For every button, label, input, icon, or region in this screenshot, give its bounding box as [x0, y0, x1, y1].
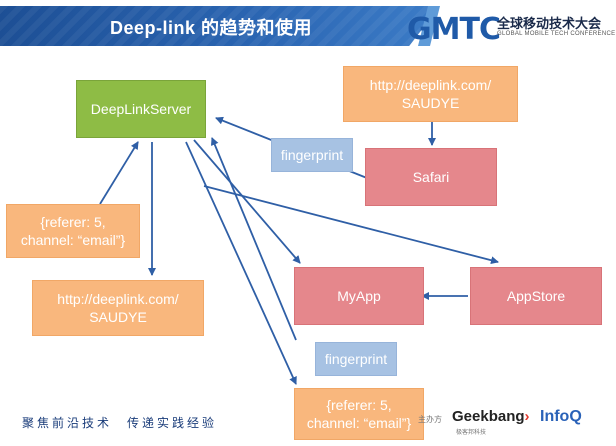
slide-header: Deep-link 的趋势和使用 GMTC 全球移动技术大会 GLOBAL MO… [0, 0, 616, 58]
myapp-label: MyApp [337, 288, 381, 304]
footer-slogan: 聚焦前沿技术 传递实践经验 [22, 416, 218, 430]
referer-left-label: {referer: 5, channel: “email”} [20, 214, 126, 248]
gmtc-logo-text: GMTC [407, 12, 501, 47]
slide-title: Deep-link 的趋势和使用 [110, 18, 313, 38]
myapp-node: MyApp [294, 267, 424, 325]
fingerprint-node-bottom: fingerprint [315, 342, 397, 376]
deeplink-server-node: DeepLinkServer [76, 80, 206, 138]
url-node-top-label: http://deeplink.com/ SAUDYE [369, 77, 492, 111]
arrow-server-to-myapp [193, 139, 301, 264]
url-node-top: http://deeplink.com/ SAUDYE [343, 66, 518, 122]
gmtc-logo: GMTC [407, 12, 501, 47]
referer-node-bottom: {referer: 5, channel: “email”} [294, 388, 424, 440]
geekbang-chevron-icon: › [524, 408, 530, 425]
arrow-fingerprint-to-server [210, 137, 297, 341]
safari-node: Safari [365, 148, 497, 206]
geekbang-logo: Geekbang› [452, 408, 530, 425]
fingerprint-bottom-label: fingerprint [324, 351, 388, 367]
safari-label: Safari [412, 169, 450, 185]
arrow-referer-to-server [99, 141, 139, 205]
arrow-server-to-referer [185, 141, 297, 385]
geekbang-subtitle: 极客邦科技 [456, 430, 487, 436]
referer-bottom-label: {referer: 5, channel: “email”} [306, 397, 412, 431]
infoq-logo: InfoQ [540, 408, 582, 425]
header-band [0, 6, 440, 46]
url-node-left: http://deeplink.com/ SAUDYE [32, 280, 204, 336]
footer-organizer-label: 主办方 [418, 415, 442, 424]
arrow-server-to-appstore [203, 185, 499, 265]
appstore-node: AppStore [470, 267, 602, 325]
arrow-lines [99, 116, 499, 385]
fingerprint-top-label: fingerprint [280, 147, 344, 163]
appstore-label: AppStore [506, 288, 566, 304]
url-node-left-label: http://deeplink.com/ SAUDYE [57, 291, 179, 325]
gmtc-english-name: GLOBAL MOBILE TECH CONFERENCE [497, 31, 616, 37]
referer-node-left: {referer: 5, channel: “email”} [6, 204, 140, 258]
geekbang-text: Geekbang [452, 408, 525, 425]
deeplink-server-label: DeepLinkServer [90, 101, 192, 117]
gmtc-chinese-name: 全球移动技术大会 [497, 16, 602, 31]
fingerprint-node-top: fingerprint [271, 138, 353, 172]
